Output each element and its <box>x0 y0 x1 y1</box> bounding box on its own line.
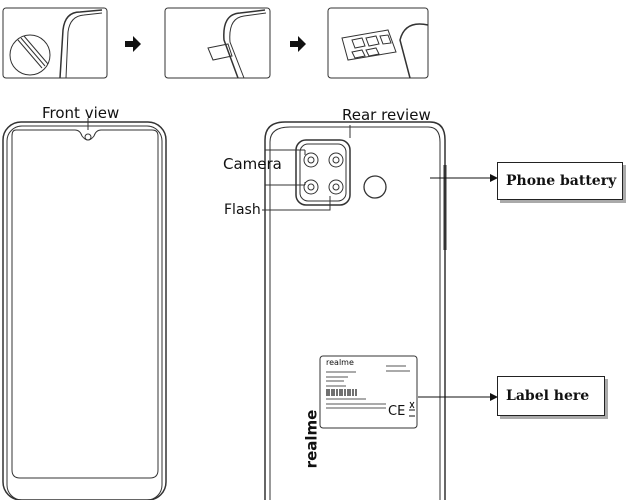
camera-label: Camera <box>223 155 282 173</box>
rear-phone <box>262 121 498 500</box>
camera-module <box>295 139 351 206</box>
rear-view-label: Rear review <box>342 106 431 124</box>
sim-step-1 <box>2 7 108 79</box>
ce-mark: CE <box>388 404 406 419</box>
sim-step-2 <box>164 7 271 79</box>
back-logo: realme <box>302 409 321 469</box>
fingerprint-sensor <box>363 175 387 199</box>
front-view-label: Front view <box>42 104 120 122</box>
arrow-icon <box>125 36 141 52</box>
arrow-icon <box>290 36 306 52</box>
flash-label: Flash <box>224 202 261 218</box>
label-here-box: Label here <box>497 376 605 416</box>
label-brand: realme <box>326 358 354 367</box>
front-phone <box>2 118 167 500</box>
sim-step-3 <box>327 7 429 79</box>
phone-battery-box: Phone battery <box>497 162 623 200</box>
